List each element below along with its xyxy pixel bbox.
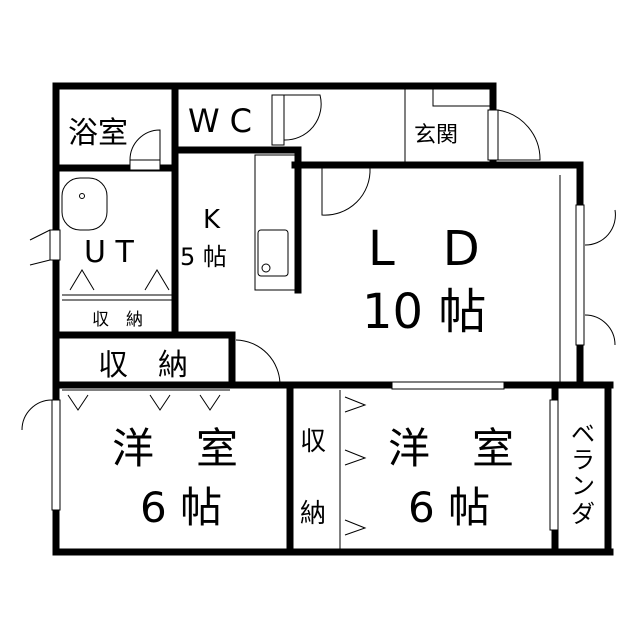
room1-label: 洋 室 — [112, 424, 238, 473]
ld-size: 10 帖 — [362, 284, 486, 340]
room2-storage-top: 収 — [300, 427, 326, 457]
doors — [21, 94, 616, 536]
balcony-window — [549, 399, 559, 531]
ld-window — [575, 204, 585, 346]
room1-window — [51, 399, 61, 511]
balcony-char: ン — [571, 472, 595, 500]
washbasin-icon — [61, 177, 108, 231]
balcony-char: ダ — [571, 500, 595, 528]
sliding-door — [391, 381, 505, 390]
kitchen-label: K — [203, 205, 221, 235]
storage-door — [235, 339, 281, 386]
room2-size: 6 帖 — [408, 483, 490, 532]
room2-label: 洋 室 — [388, 424, 514, 473]
storage-label: 収 納 — [98, 348, 188, 383]
entrance-door — [487, 109, 499, 161]
room-labels: 浴室 WC 玄関 K 5 帖 L D 10 帖 U T 収 納 収 納 洋 室 … — [68, 102, 595, 532]
room1-size: 6 帖 — [140, 483, 222, 532]
room2-storage-bottom: 納 — [300, 499, 326, 529]
kitchen-size: 5 帖 — [180, 243, 227, 271]
entrance-label: 玄関 — [414, 123, 458, 148]
sink-icon — [257, 229, 289, 277]
wc-door — [271, 94, 285, 146]
wc-label: WC — [188, 102, 262, 140]
ut-storage-label: 収 納 — [92, 310, 143, 330]
ut-label: U T — [84, 235, 134, 270]
balcony-char: ベ — [571, 420, 595, 448]
kitchen-counter — [254, 154, 296, 291]
balcony-char: ラ — [571, 446, 595, 474]
ld-door — [321, 167, 371, 216]
thin-lines — [61, 86, 611, 550]
bath-label: 浴室 — [68, 116, 128, 151]
bath-door — [129, 159, 161, 171]
ld-label: L D — [368, 221, 480, 277]
